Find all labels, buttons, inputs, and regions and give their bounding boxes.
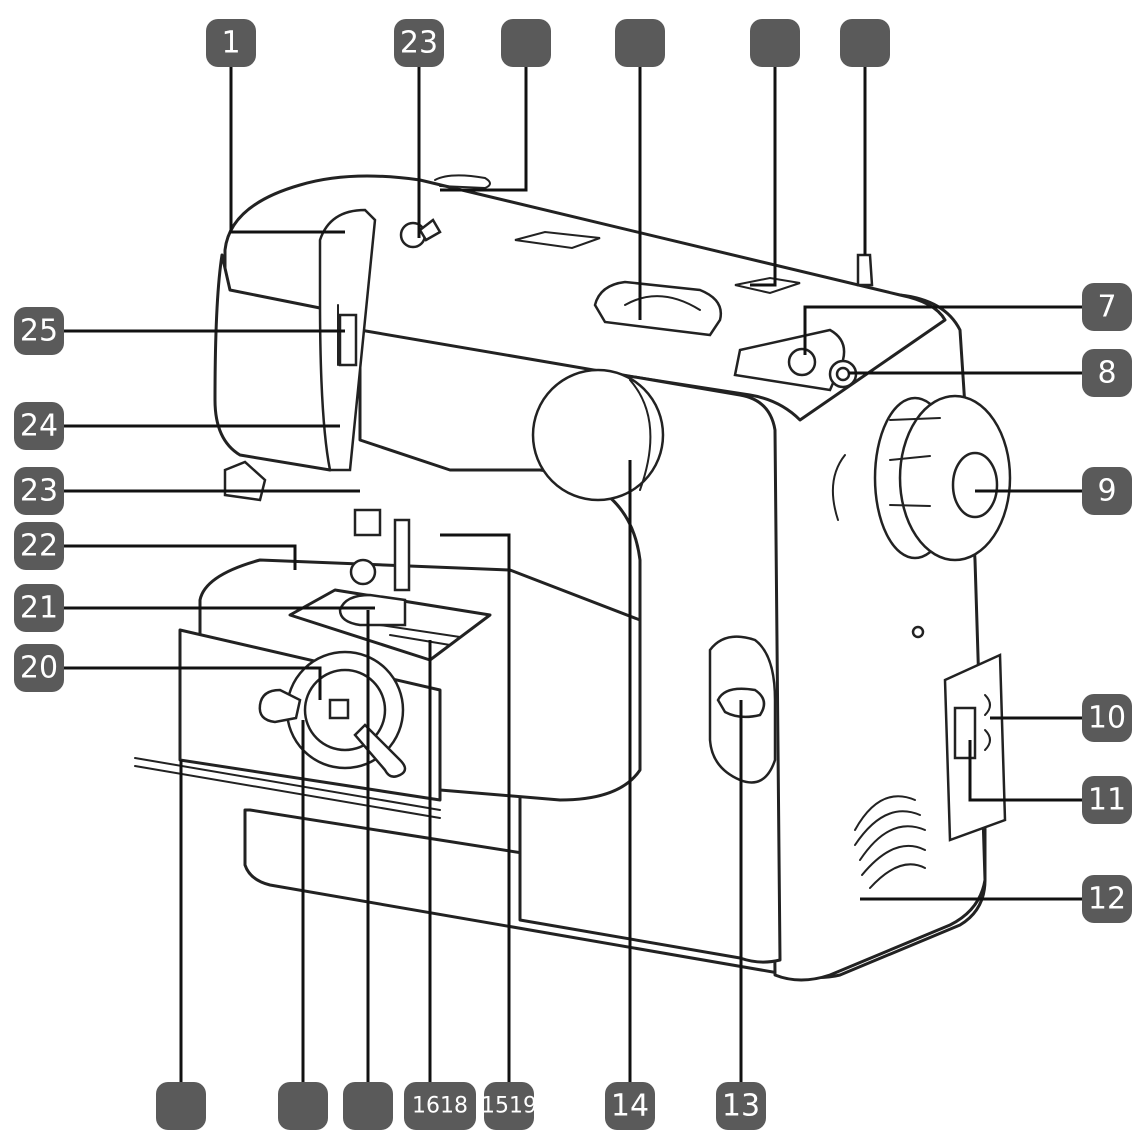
- callout-10: 10: [1082, 694, 1132, 742]
- callout-label: 13: [722, 1089, 760, 1124]
- callout-7: 7: [1082, 283, 1132, 331]
- callout-label: 1618: [412, 1094, 468, 1119]
- callout-label: 11: [1088, 783, 1126, 818]
- callout-11: 11: [1082, 776, 1132, 824]
- callout-1: 1: [206, 19, 256, 67]
- callout-14: 14: [605, 1082, 655, 1130]
- callout-label: 20: [20, 651, 58, 686]
- callout-label: 9: [1097, 474, 1116, 509]
- callout-label: 10: [1088, 701, 1126, 736]
- callout-24: 24: [14, 402, 64, 450]
- callout-top-6: [840, 19, 890, 67]
- callout-21: 21: [14, 584, 64, 632]
- sewing-machine-illustration: [134, 174, 1012, 982]
- stitch-selector-dial: [593, 280, 723, 337]
- leader-lines: [62, 60, 1085, 1085]
- callout-badges: 1 23 7 8 9: [14, 19, 1132, 1130]
- callout-label: 14: [611, 1089, 649, 1124]
- callout-15-19: 1519: [481, 1082, 537, 1130]
- callout-label: 25: [20, 314, 58, 349]
- callout-top-5: [750, 19, 800, 67]
- callout-label: 12: [1088, 882, 1126, 917]
- ventilation-grille: [854, 795, 926, 889]
- callout-label: 1519: [481, 1094, 537, 1119]
- callout-label: 23: [400, 26, 438, 61]
- callout-label: 7: [1097, 290, 1116, 325]
- callout-23-left: 23: [14, 467, 64, 515]
- callout-top-3: [501, 19, 551, 67]
- callout-bottom-1: [156, 1082, 206, 1130]
- callout-label: 23: [20, 474, 58, 509]
- callout-20: 20: [14, 644, 64, 692]
- callout-22: 22: [14, 522, 64, 570]
- callout-label: 1: [221, 26, 240, 61]
- callout-label: 21: [20, 591, 58, 626]
- needle-bar: [393, 518, 411, 592]
- callout-12: 12: [1082, 875, 1132, 923]
- presser-foot: [338, 593, 407, 627]
- callout-9: 9: [1082, 467, 1132, 515]
- callout-8: 8: [1082, 349, 1132, 397]
- callout-label: 8: [1097, 356, 1116, 391]
- callout-top-4: [615, 19, 665, 67]
- callout-16-18: 1618: [404, 1082, 476, 1130]
- callout-25: 25: [14, 307, 64, 355]
- callout-23-top: 23: [394, 19, 444, 67]
- callout-13: 13: [716, 1082, 766, 1130]
- callout-label: 22: [20, 529, 58, 564]
- machine-head-left: [213, 253, 337, 472]
- callout-bottom-2: [278, 1082, 328, 1130]
- callout-bottom-3: [343, 1082, 393, 1130]
- callout-label: 24: [20, 409, 58, 444]
